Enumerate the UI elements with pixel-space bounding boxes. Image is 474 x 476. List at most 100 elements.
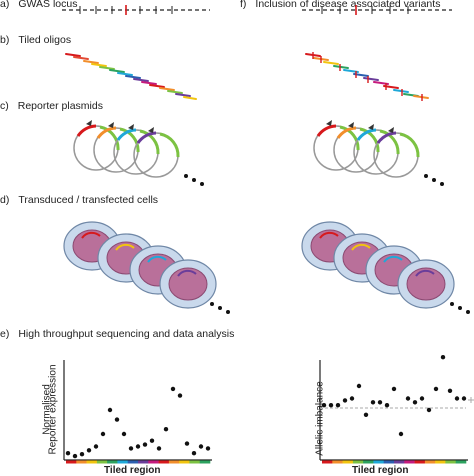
panel-f-title: Inclusion of disease associated variants [255,0,441,10]
imbalance-tile-segment [435,460,446,464]
imbalance-tile-segment [414,460,426,464]
panel-f-label: f) Inclusion of disease associated varian… [240,0,440,10]
expression-data-point [205,446,211,451]
imbalance-tile-segment [332,460,343,464]
expression-data-point [121,431,127,437]
left-plot-axes [63,360,212,461]
imbalance-tile-segment [455,460,467,464]
imbalance-data-point [370,400,376,405]
expression-tile-segment [179,460,190,464]
panel-f-letter: f) [240,0,247,10]
imbalance-data-point [405,396,411,401]
imbalance-data-point [377,400,383,405]
imbalance-tile-segment [424,460,436,464]
panel-a-title: GWAS locus [18,0,78,10]
expression-data-point [100,431,106,437]
imbalance-data-point [426,407,432,413]
panel-e-letter: e) [0,328,10,340]
expression-data-point [184,441,190,446]
imbalance-tile-segment [394,460,405,464]
cells-ellipsis-right [450,302,470,314]
imbalance-data-point [349,396,355,401]
imbalance-data-point [433,386,439,392]
imbalance-data-point [391,386,397,392]
left-xlabel: Tiled region [104,465,161,476]
panel-e-label: e) High throughput sequencing and data an… [0,328,234,340]
expression-tile-segment [138,460,149,464]
reporter-plasmids-right [313,120,420,178]
cells-right [301,221,455,309]
imbalance-data-point [384,403,390,408]
expression-tile-segment [148,460,159,464]
expression-data-point [156,446,162,451]
panel-e-title: High throughput sequencing and data anal… [18,328,235,340]
imbalance-tile-segment [352,460,364,464]
expression-tile-segment [117,460,128,464]
expression-data-point [65,451,71,456]
expression-data-point [135,444,141,449]
panel-a-label: a) GWAS locus [0,0,77,10]
plasmid-ellipsis-right [424,174,444,186]
imbalance-data-point [356,383,362,389]
imbalance-data-point [461,396,467,401]
expression-tile-segment [107,460,118,464]
panel-a-letter: a) [0,0,10,10]
panel-d-letter: d) [0,194,10,206]
expression-tile-segment [66,460,77,464]
right-plot-axes [319,360,468,461]
expression-tile-segment [168,460,180,464]
tiled-oligos-left [65,53,197,100]
expression-data-point [170,386,176,392]
panel-d-title: Transduced / transfected cells [18,194,159,206]
imbalance-data-point [412,400,418,405]
panel-b-label: b)Tiled oligos [0,34,71,46]
expression-tile-segment [127,460,139,464]
expression-data-point [198,444,204,449]
panel-b-letter: b) [0,34,10,46]
expression-data-point [149,438,155,443]
expression-tile-segment [189,460,200,464]
imbalance-data-point [321,403,327,408]
expression-data-point [128,446,134,451]
panel-c-letter: c) [0,100,9,112]
imbalance-tile-segment [445,460,456,464]
expression-data-point [72,453,78,459]
expression-data-point [142,442,148,447]
panel-d-label: d) Transduced / transfected cells [0,194,158,206]
imbalance-tile-segment [342,460,354,464]
imbalance-data-point [419,396,425,401]
imbalance-tile-segment [322,460,333,464]
expression-data-point [163,427,169,432]
imbalance-tile-segment [363,460,374,464]
imbalance-data-point [342,398,348,403]
imbalance-data-point [363,412,369,417]
expression-data-point [93,444,99,449]
cells-left [63,221,217,309]
expression-tile-segment [96,460,108,464]
imbalance-data-point [335,403,341,408]
gwas-locus-left [62,5,210,15]
imbalance-data-point [398,431,404,437]
imbalance-tile-segment [383,460,395,464]
expression-data-point [79,452,85,457]
expression-data-point [86,448,92,453]
right-xlabel: Tiled region [352,465,409,476]
gwas-locus-right [302,5,452,15]
imbalance-data-point [447,388,453,393]
panel-c-title: Reporter plasmids [17,100,103,112]
expression-tile-segment [76,460,87,464]
expression-tile-segment [86,460,98,464]
imbalance-data-point [454,396,460,401]
imbalance-data-point [440,355,446,360]
plasmid-ellipsis-left [184,174,204,186]
imbalance-tile-segment [373,460,384,464]
expression-data-point [191,451,197,456]
variant-marks [312,52,423,101]
expression-data-point [177,393,183,398]
expression-data-point [114,417,120,422]
cells-ellipsis-left [210,302,230,314]
panel-c-label: c) Reporter plasmids [0,100,103,112]
right-plot-plus-marker [468,397,474,403]
expression-tile-segment [158,460,170,464]
